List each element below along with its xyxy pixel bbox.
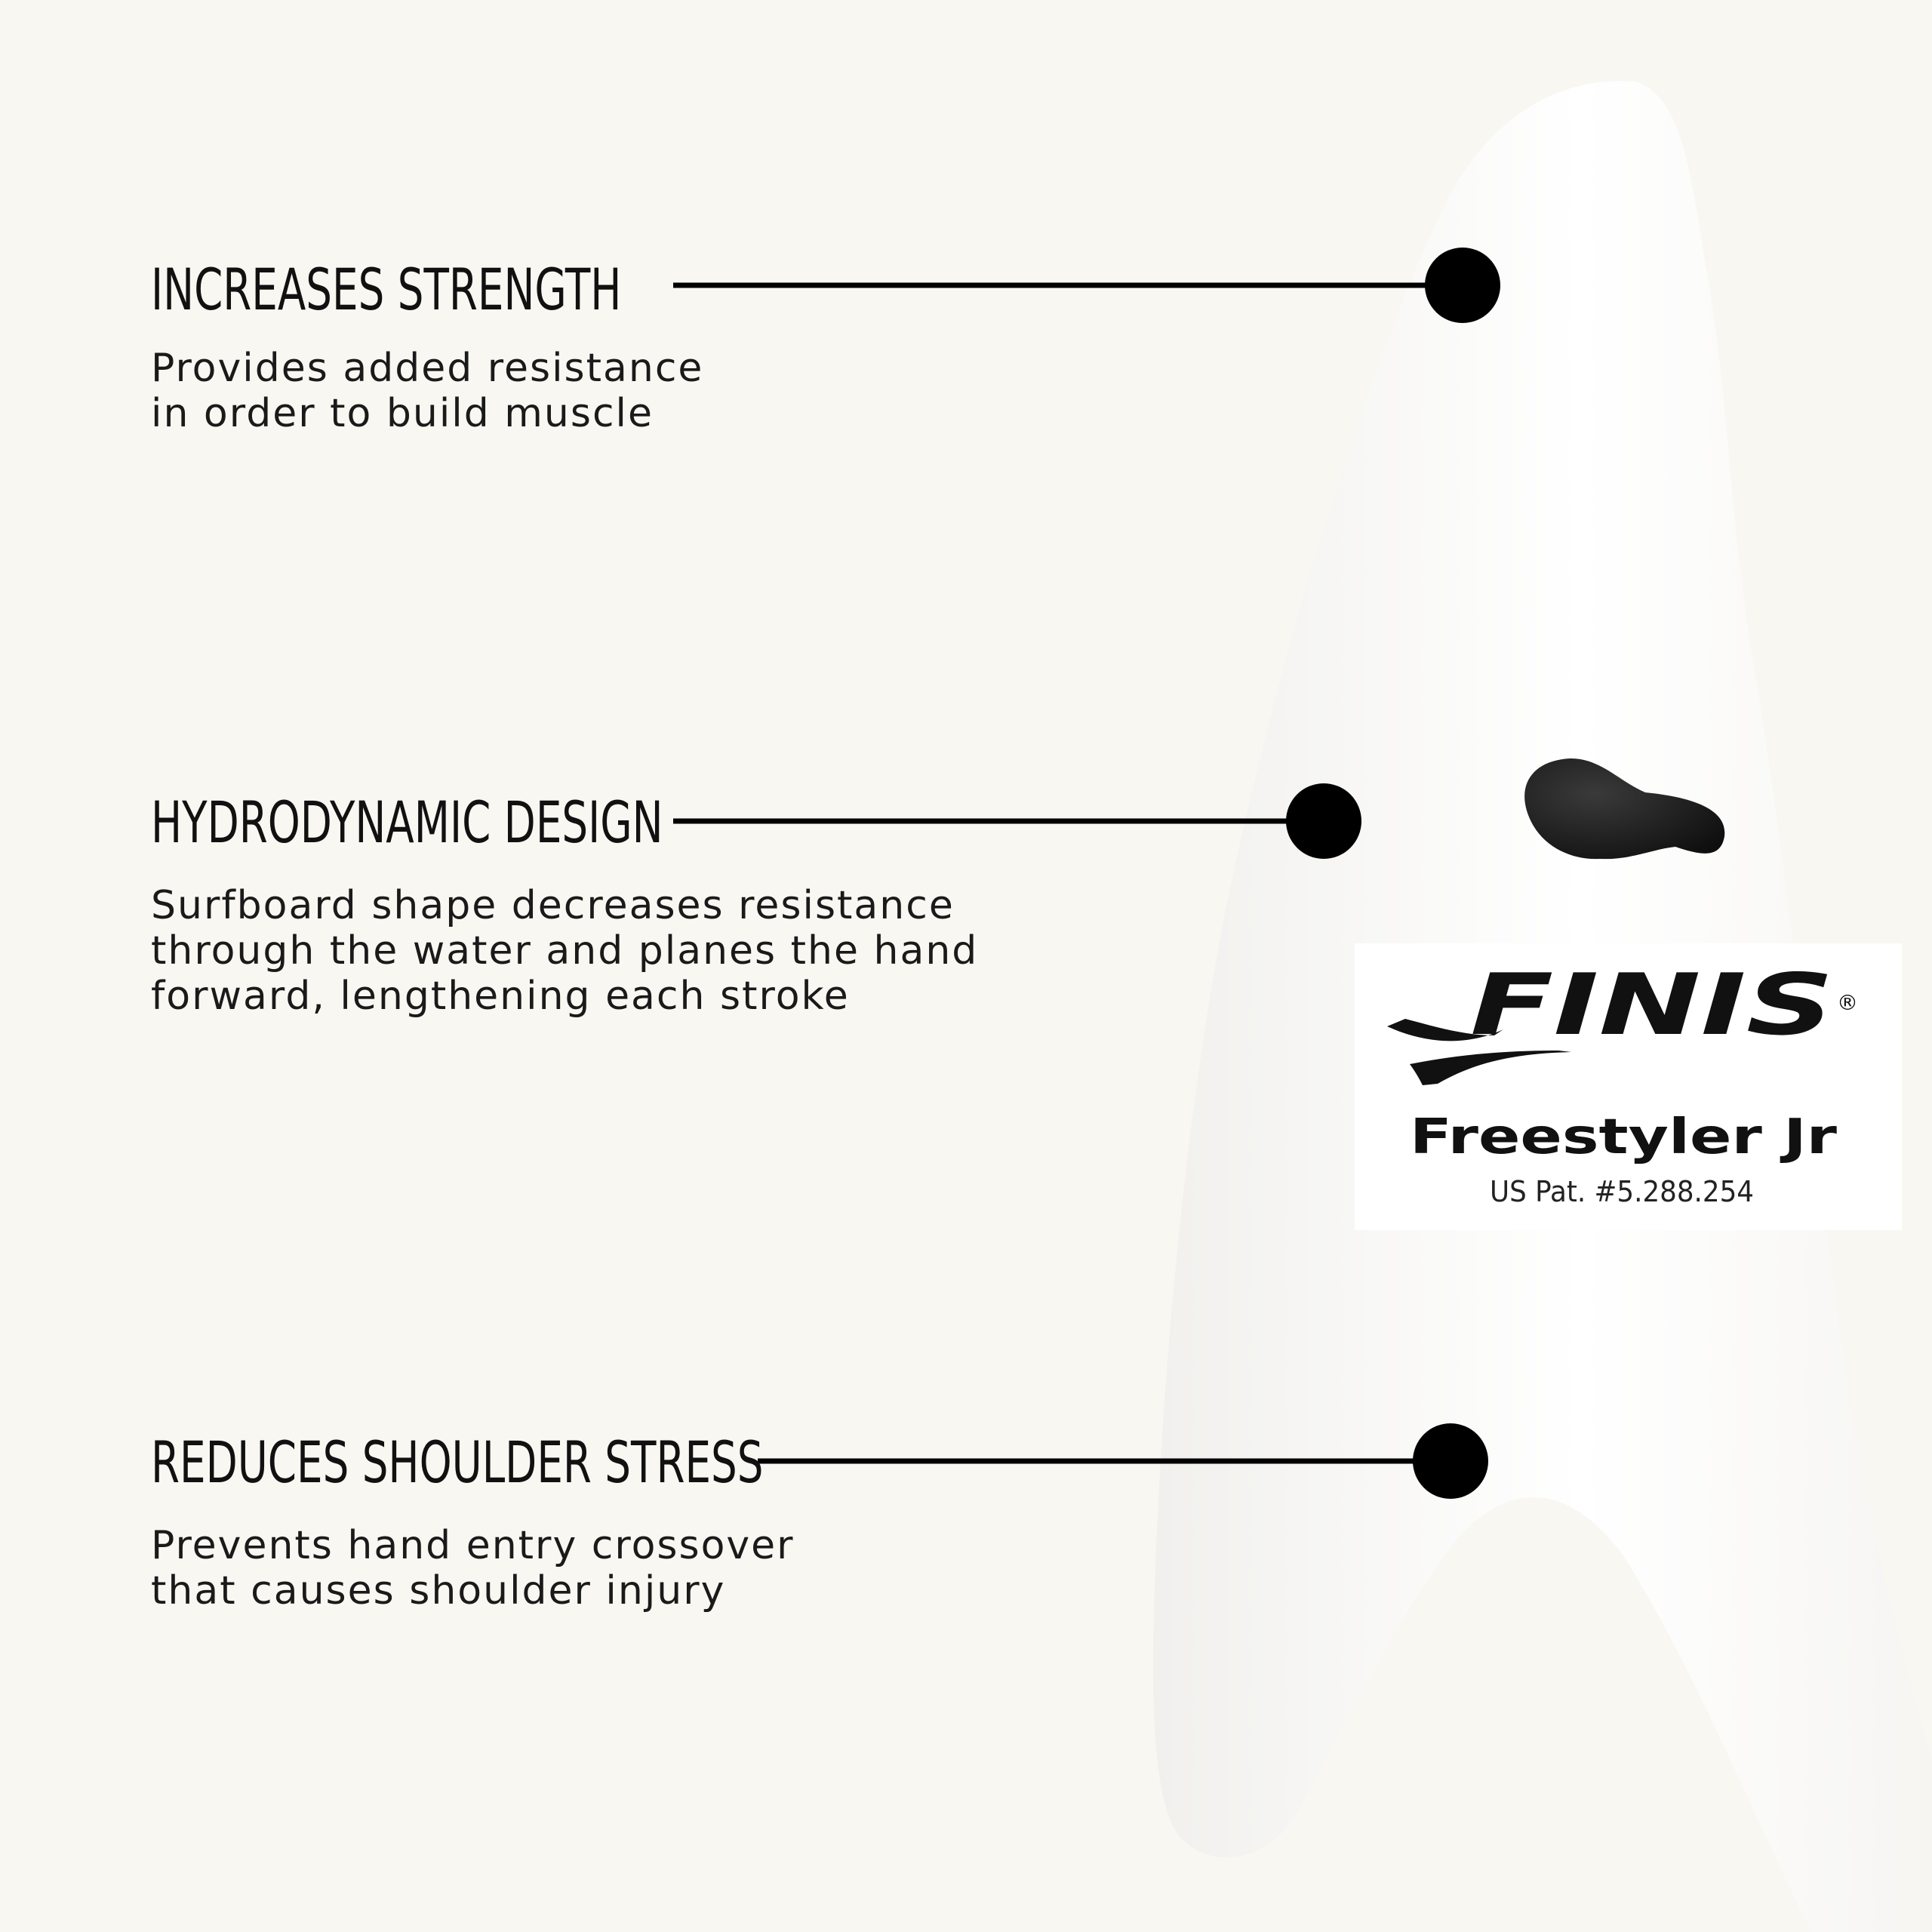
product-label-panel bbox=[1355, 943, 1902, 1230]
feature-title-strength: INCREASES STRENGTH bbox=[151, 256, 622, 323]
description-line: that causes shoulder injury bbox=[151, 1568, 726, 1614]
feature-title-hydrodynamic: HYDRODYNAMIC DESIGN bbox=[151, 789, 663, 856]
description-line: in order to build muscle bbox=[151, 391, 654, 436]
model-name: Freestyler Jr bbox=[1410, 1109, 1838, 1165]
description-line: Prevents hand entry crossover bbox=[151, 1523, 795, 1568]
feature-title-shoulder: REDUCES SHOULDER STRESS bbox=[151, 1429, 764, 1496]
callout-shoulder bbox=[758, 1423, 1488, 1499]
feature-description-shoulder: Prevents hand entry crossover that cause… bbox=[151, 1523, 795, 1614]
callout-dot bbox=[1286, 783, 1361, 859]
registered-mark: ® bbox=[1837, 990, 1858, 1015]
brand-wordmark: FINIS bbox=[1470, 956, 1834, 1054]
description-line: through the water and planes the hand bbox=[151, 928, 979, 974]
strap-peg bbox=[1524, 758, 1725, 860]
description-line: forward, lengthening each stroke bbox=[151, 974, 850, 1019]
callout-dot bbox=[1413, 1423, 1488, 1499]
feature-description-hydrodynamic: Surfboard shape decreases resistance thr… bbox=[151, 883, 978, 1019]
callout-hydrodynamic bbox=[673, 783, 1361, 859]
description-line: Provides added resistance bbox=[151, 346, 704, 391]
callout-dot bbox=[1425, 248, 1500, 323]
callout-strength bbox=[673, 248, 1500, 323]
feature-description-strength: Provides added resistance in order to bu… bbox=[151, 346, 703, 436]
patent-number: US Pat. #5.288.254 bbox=[1490, 1175, 1754, 1208]
brand-logo-swoosh bbox=[1387, 1019, 1571, 1085]
description-line: Surfboard shape decreases resistance bbox=[151, 883, 955, 928]
